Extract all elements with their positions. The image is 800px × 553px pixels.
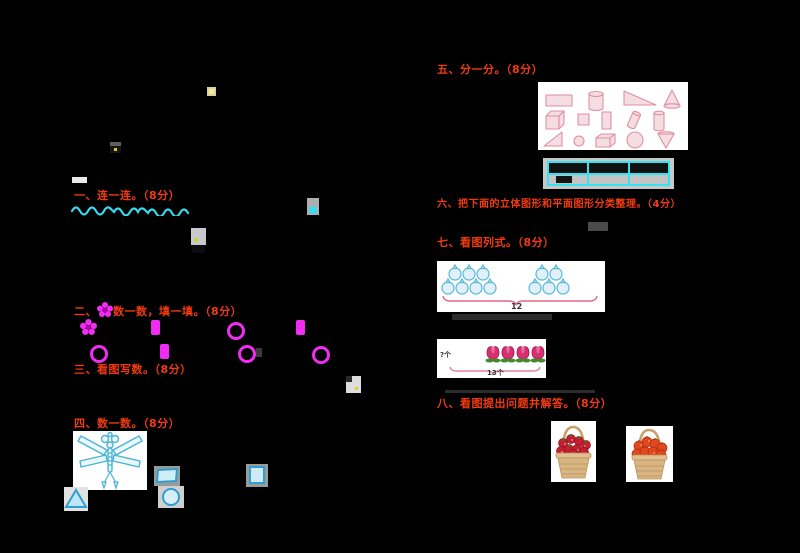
magenta-ring-shape	[227, 322, 245, 340]
strawberry-basket-drawing	[555, 425, 592, 479]
answer-chip	[72, 177, 87, 183]
section1-heading: 一、连一连。（8分）	[74, 189, 181, 202]
apple-basket-panel	[626, 426, 673, 482]
magenta-flower-icon	[80, 319, 97, 335]
photo-small-icon	[346, 376, 361, 393]
shapes-figure-panel	[538, 82, 688, 150]
faint-line-mark	[445, 390, 595, 393]
flowers-total-label: 13个	[487, 369, 504, 377]
section3-heading: 三、看图写数。（8分）	[74, 363, 192, 376]
table-answer-cell	[589, 175, 630, 184]
tiny-photo-icon	[110, 142, 121, 153]
faint-text-mark	[256, 348, 262, 357]
magenta-ring-shape	[312, 346, 330, 364]
section2-heading-suffix: 数一数，填一填。（8分）	[113, 305, 243, 318]
dragonfly-drawing	[77, 431, 143, 490]
photo-chick-icon	[191, 228, 206, 253]
solid-and-flat-shapes-drawing	[543, 89, 681, 149]
table-answer-cell	[629, 175, 668, 184]
photo-water-drop-icon	[307, 198, 319, 215]
circle-shape-icon	[158, 486, 184, 508]
yellow-sticker-icon	[207, 87, 216, 96]
table-header-cell	[629, 163, 668, 173]
table-answer-cell	[549, 175, 590, 184]
brace	[442, 295, 598, 306]
magenta-pill-shape	[296, 320, 305, 335]
flowers-figure-panel: ?个 13个	[437, 339, 546, 378]
square-shape-icon	[246, 464, 268, 487]
balloons-total-label: 12	[511, 302, 523, 311]
section2-heading: 二、 数一数，填一填。（8分）	[74, 305, 242, 318]
classification-table-panel	[543, 158, 674, 189]
section6-heading: 六、把下面的立体图形和平面图形分类整理。（4分）	[437, 199, 681, 210]
section5-heading: 五、分一分。（8分）	[437, 63, 544, 76]
dragonfly-figure-panel	[73, 431, 147, 490]
apple-basket-drawing	[631, 428, 668, 480]
brace	[449, 366, 541, 376]
section4-heading: 四、数一数。（8分）	[74, 417, 181, 430]
table-header-cell	[549, 163, 590, 173]
magenta-flower-icon	[97, 302, 113, 317]
magenta-ring-shape	[238, 345, 256, 363]
triangle-shape-icon	[64, 487, 88, 511]
balloons-figure-panel: 12	[437, 261, 605, 312]
rectangle-shape-icon	[154, 466, 180, 486]
section2-heading-prefix: 二、	[74, 305, 97, 318]
magenta-pill-shape	[160, 344, 169, 359]
handwriting-scribble	[70, 206, 190, 216]
section8-heading: 八、看图提出问题并解答。（8分）	[437, 397, 613, 410]
section7-heading: 七、看图列式。（8分）	[437, 236, 555, 249]
strawberry-basket-panel	[551, 421, 596, 482]
classification-table	[547, 161, 670, 186]
flowers-unknown-label: ?个	[440, 351, 452, 359]
balloons-drawing	[441, 263, 598, 306]
flowers-drawing	[449, 346, 546, 376]
faint-text-mark	[588, 222, 608, 231]
table-header-cell	[589, 163, 630, 173]
magenta-ring-shape	[90, 345, 108, 363]
magenta-pill-shape	[151, 320, 160, 335]
faint-equation-mark	[452, 314, 552, 320]
